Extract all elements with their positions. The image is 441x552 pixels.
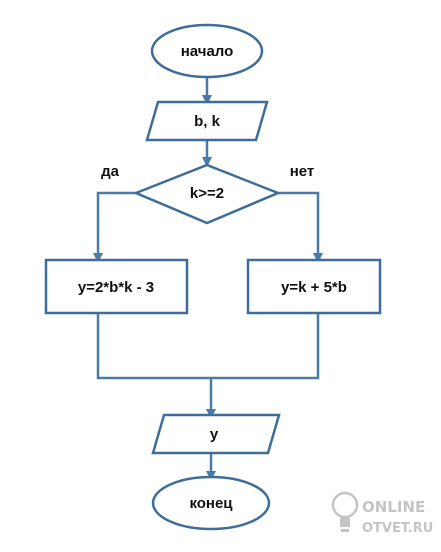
yes-branch-label: y=2*b*k - 3	[78, 279, 154, 296]
watermark: ONLINE OTVET.RU	[331, 491, 433, 536]
watermark-line1: ONLINE	[362, 498, 425, 516]
output-parallelogram	[151, 413, 281, 455]
watermark-line2: OTVET.RU	[362, 521, 433, 536]
end-label: конец	[189, 495, 233, 512]
connectors	[93, 77, 323, 481]
no-label: нет	[290, 163, 315, 180]
yes-branch-process	[44, 258, 189, 315]
start-label: начало	[181, 43, 234, 60]
condition-label: k>=2	[190, 185, 224, 202]
input-parallelogram	[145, 100, 269, 142]
no-branch-label: y=k + 5*b	[281, 279, 347, 296]
end-terminator	[151, 475, 271, 531]
start-terminator	[150, 23, 264, 79]
lightbulb-icon	[331, 491, 359, 532]
no-branch-process	[246, 258, 382, 315]
arrow-condition-yes	[93, 191, 136, 263]
yes-label: да	[101, 163, 120, 180]
condition-diamond	[132, 163, 282, 225]
merge-line-left	[96, 313, 320, 380]
input-label: b, k	[194, 113, 220, 130]
output-label: y	[210, 426, 219, 443]
arrow-condition-no	[278, 191, 323, 263]
